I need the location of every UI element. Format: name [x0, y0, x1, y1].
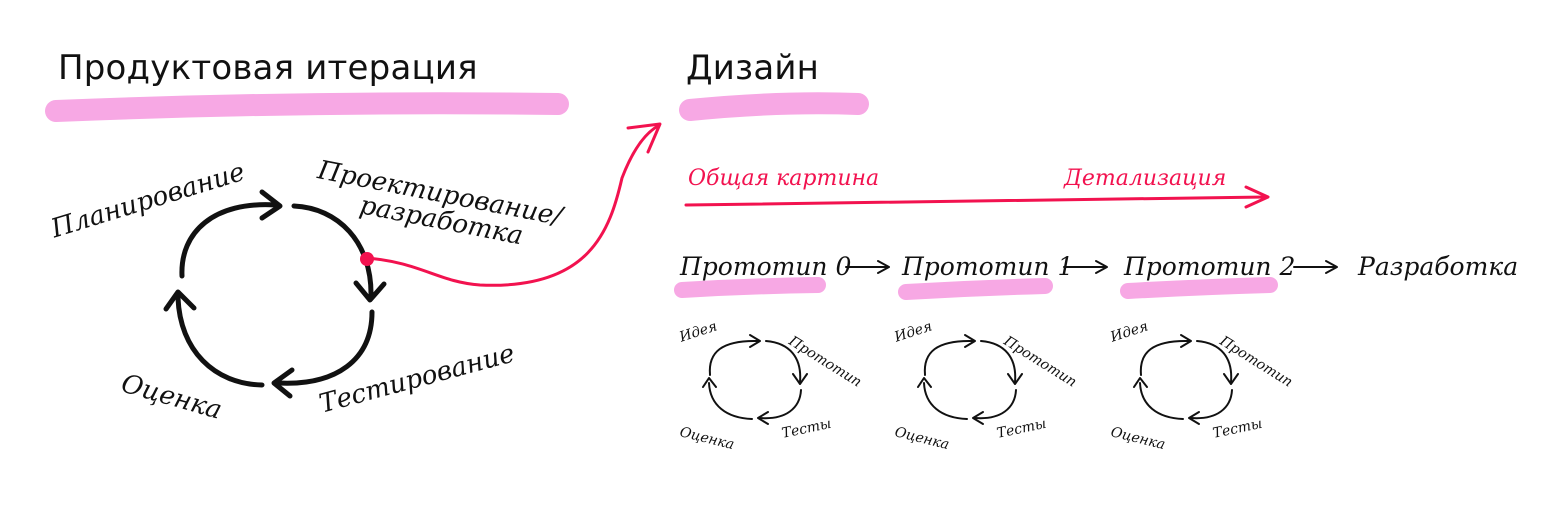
product-cycle — [163, 189, 387, 399]
design-title: Дизайн — [686, 48, 820, 88]
detail-scale-line — [684, 195, 1268, 207]
step-arrow-3 — [1293, 260, 1338, 274]
product-title: Продуктовая итерация — [58, 48, 478, 88]
connector-arrow — [364, 124, 660, 287]
title-underline-design — [679, 92, 869, 121]
title-underline-product — [45, 92, 569, 122]
cycle-arc-testing — [275, 309, 375, 386]
cycle-arrowhead-planning — [259, 189, 283, 221]
cycle-arrowhead-testing — [271, 367, 295, 399]
step-arrow-1 — [845, 260, 890, 274]
step-prototype-2: Прототип 2 — [1124, 252, 1296, 281]
label-scale-start: Общая картина — [688, 166, 880, 191]
cycle-arc-planning — [179, 202, 279, 279]
label-scale-end: Детализация — [1064, 166, 1227, 191]
step-arrow-2 — [1063, 260, 1108, 274]
underline-prototype-1 — [898, 278, 1053, 300]
cycle-arrowhead-design — [353, 280, 387, 303]
cycle-arc-evaluation — [175, 295, 265, 388]
connector-arrowhead — [626, 122, 662, 154]
step-arrows — [845, 260, 1338, 274]
underline-prototype-0 — [674, 277, 826, 298]
detail-scale-arrowhead — [1244, 185, 1270, 209]
cycle-arc-design — [291, 203, 374, 299]
underline-prototype-2 — [1120, 277, 1278, 299]
cycle-arrowhead-evaluation — [163, 289, 197, 312]
step-prototype-0: Прототип 0 — [680, 252, 852, 281]
step-prototype-1: Прототип 1 — [902, 252, 1074, 281]
step-development: Разработка — [1358, 252, 1519, 281]
connector-dot — [360, 252, 374, 266]
